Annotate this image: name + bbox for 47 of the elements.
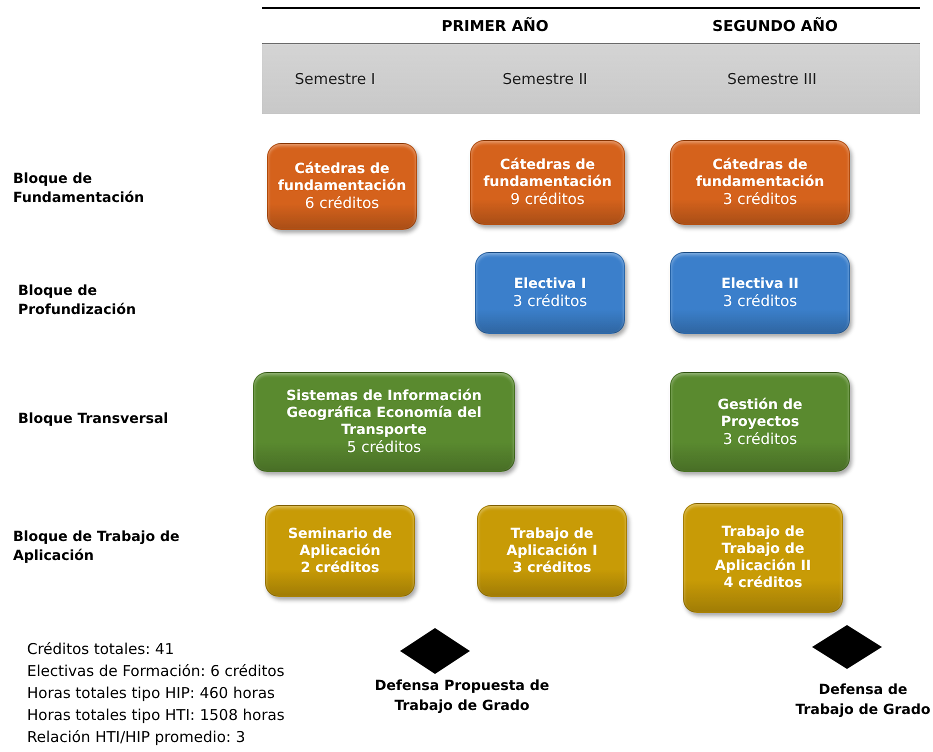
column-header: PRIMER AÑO bbox=[440, 17, 550, 36]
column-header: SEGUNDO AÑO bbox=[711, 17, 839, 36]
summary-note: Relación HTI/HIP promedio: 3 bbox=[27, 728, 246, 747]
course-title: Electiva I bbox=[514, 276, 586, 293]
course-credits: 3 créditos bbox=[722, 191, 798, 208]
course-credits: 3 créditos bbox=[512, 560, 592, 576]
course-credits: 3 créditos bbox=[512, 293, 588, 310]
course-box bbox=[267, 143, 417, 230]
course-box bbox=[475, 252, 625, 334]
course-box bbox=[670, 140, 850, 225]
course-title: Electiva II bbox=[721, 276, 799, 293]
course-credits: 5 créditos bbox=[346, 439, 422, 456]
summary-note: Créditos totales: 41 bbox=[27, 640, 174, 659]
course-box bbox=[670, 372, 850, 472]
row-label: Bloque de Fundamentación bbox=[13, 170, 146, 208]
summary-note: Electivas de Formación: 6 créditos bbox=[27, 662, 284, 681]
row-label: Bloque de Profundización bbox=[18, 282, 137, 320]
semester-label: Semestre II bbox=[502, 70, 588, 88]
course-box bbox=[670, 252, 850, 334]
course-credits: 2 créditos bbox=[300, 560, 380, 576]
course-credits: 6 créditos bbox=[304, 195, 380, 212]
course-title: Cátedras de fundamentación bbox=[278, 161, 406, 195]
course-credits: 4 créditos bbox=[724, 575, 802, 592]
semester-label: Semestre I bbox=[294, 70, 376, 88]
milestone-label: Defensa de Trabajo de Grado bbox=[794, 681, 932, 720]
course-title: Sistemas de Información Geográfica Economía del Transporte bbox=[285, 388, 483, 439]
course-title: Seminario de Aplicación bbox=[286, 526, 394, 560]
course-box bbox=[253, 372, 515, 472]
course-box bbox=[265, 505, 415, 597]
summary-note: Horas totales tipo HIP: 460 horas bbox=[27, 684, 275, 703]
summary-note: Horas totales tipo HTI: 1508 horas bbox=[27, 706, 285, 725]
course-title: Cátedras de fundamentación bbox=[694, 157, 826, 191]
semester-label: Semestre III bbox=[727, 70, 817, 88]
row-label: Bloque Transversal bbox=[18, 410, 170, 429]
milestone-label: Defensa Propuesta de Trabajo de Grado bbox=[374, 677, 550, 716]
course-credits: 9 créditos bbox=[510, 191, 585, 208]
course-box bbox=[477, 505, 627, 597]
course-title: Trabajo de Aplicación I bbox=[506, 526, 598, 560]
course-credits: 3 créditos bbox=[722, 430, 798, 448]
course-title: Gestión de Proyectos bbox=[716, 396, 804, 430]
semester-band bbox=[262, 43, 920, 114]
course-title: Trabajo de Trabajo de Aplicación II bbox=[714, 524, 812, 575]
course-credits: 3 créditos bbox=[722, 293, 798, 310]
course-box bbox=[683, 503, 843, 613]
course-title: Cátedras de fundamentación bbox=[482, 157, 613, 191]
row-label: Bloque de Trabajo de Aplicación bbox=[13, 528, 180, 566]
course-box bbox=[470, 140, 625, 225]
